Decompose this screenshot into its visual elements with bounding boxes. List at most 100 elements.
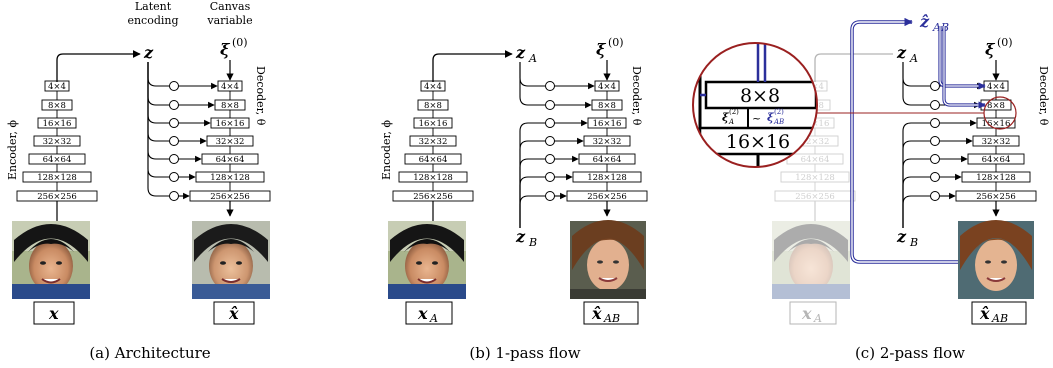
a-route-4 <box>147 62 169 160</box>
a-merge-node-4 <box>169 154 179 164</box>
dec-c-block-label-5: 128×128 <box>976 173 1016 183</box>
decoder-label: Decoder, θ <box>254 66 267 126</box>
dec-a-block-label-4: 64×64 <box>216 155 245 165</box>
decoder-label-c: Decoder, θ <box>1037 66 1050 126</box>
enc-b-block-label-4: 64×64 <box>419 155 448 165</box>
var-xAB-sub: AB <box>603 312 620 325</box>
var-x-hat: x̂ <box>228 304 239 323</box>
encoder-to-z-arrow <box>56 50 141 82</box>
c-zB-merge-node-6 <box>930 191 940 201</box>
caption-a: (a) Architecture <box>89 344 210 362</box>
var-z: z <box>143 43 154 62</box>
b-zB-merge-node-2 <box>545 118 555 128</box>
a-route-1 <box>147 62 169 106</box>
b-zA-route-0 <box>519 62 545 87</box>
var-xi0-b: ξ <box>596 40 607 59</box>
var-xA-sub: A <box>429 312 438 325</box>
var-zB-c: z <box>896 227 907 246</box>
a-route-0 <box>147 62 169 87</box>
b-zA-route-1 <box>519 62 545 106</box>
b-zB-merge-node-6 <box>545 191 555 201</box>
var-zA-sub: A <box>528 52 537 65</box>
enc-c-block-label-6: 256×256 <box>795 192 835 202</box>
zoom-xiA: ξ <box>722 111 729 124</box>
dec-c-block-label-2: 16×16 <box>982 119 1011 129</box>
enc-a-block-label-1: 8×8 <box>48 101 66 111</box>
zAB-branch-8x8-outer <box>942 26 985 107</box>
var-xi0-sup-c: (0) <box>997 36 1013 49</box>
latent-routes-c <box>902 62 984 228</box>
var-xA-sub-c: A <box>813 312 822 325</box>
decoder-label-b: Decoder, θ <box>630 66 643 126</box>
a-route-6 <box>147 62 169 197</box>
a-merge-node-1 <box>169 100 179 110</box>
c-zB-merge-node-4 <box>930 154 940 164</box>
enc-b-block-label-0: 4×4 <box>424 82 442 92</box>
var-zA: z <box>515 43 526 62</box>
dec-b-block-label-5: 128×128 <box>587 173 627 183</box>
var-xi0-sup: (0) <box>232 36 248 49</box>
enc-c-block-6 <box>774 190 856 202</box>
a-merge-node-2 <box>169 118 179 128</box>
enc-a-block-label-2: 16×16 <box>43 119 72 129</box>
b-zA-merge-node-0 <box>545 81 555 91</box>
dec-a-block-label-2: 16×16 <box>216 119 245 129</box>
dec-c-block-label-4: 64×64 <box>982 155 1011 165</box>
dec-c-block-label-6: 256×256 <box>976 192 1016 202</box>
enc-a-block-label-0: 4×4 <box>48 82 66 92</box>
var-zB: z <box>515 227 526 246</box>
c-zB-merge-node-2 <box>930 118 940 128</box>
zoom-tilde: ~ <box>752 112 761 125</box>
b-zB-merge-node-4 <box>545 154 555 164</box>
caption-b: (b) 1-pass flow <box>469 344 580 362</box>
output-face-image-c <box>958 220 1034 299</box>
a-merge-node-3 <box>169 136 179 146</box>
encoder-to-zA-arrow <box>432 50 513 82</box>
input-face-image-c <box>772 221 850 299</box>
dec-a-block-label-5: 128×128 <box>210 173 250 183</box>
output-face-image-b <box>570 220 646 299</box>
dec-b-block-label-3: 32×32 <box>593 137 622 147</box>
c-zB-merge-node-3 <box>930 136 940 146</box>
enc-b-block-label-6: 256×256 <box>413 192 453 202</box>
var-xA: x <box>417 304 428 323</box>
c-zA-route-1 <box>902 62 930 106</box>
dec-b-block-label-6: 256×256 <box>587 192 627 202</box>
a-merge-node-6 <box>169 191 179 201</box>
b-zB-route-4 <box>519 158 545 228</box>
var-zA-sub-c: A <box>909 52 918 65</box>
header-canvas-variable-1: Canvas <box>210 0 251 13</box>
input-face-image <box>12 221 90 299</box>
header-latent-encoding-1: Latent <box>135 0 172 13</box>
var-zB-sub: B <box>528 236 537 249</box>
b-zB-route-5 <box>519 176 545 228</box>
xA-label-box <box>405 301 453 325</box>
input-face-image-b <box>388 221 466 299</box>
c-zA-merge-node-1 <box>930 100 940 110</box>
zoom-xiA-sub: A <box>728 118 734 126</box>
enc-c-block-label-3: 32×32 <box>801 137 830 147</box>
panel-1-pass-flow: Encoder, ϕ Decoder, θ 4×48×816×1632×3264… <box>380 36 648 362</box>
x-label-box <box>33 301 75 325</box>
dec-a-block-label-0: 4×4 <box>221 82 239 92</box>
var-xi0-c: ξ <box>985 40 996 59</box>
zoom-xiAB-sub: AB <box>773 118 784 126</box>
a-merge-node-0 <box>169 81 179 91</box>
zoom-circle-border <box>692 42 818 168</box>
b-zB-route-3 <box>519 140 545 228</box>
var-xAB-sub-c: AB <box>991 312 1008 325</box>
c-zB-route-6 <box>902 195 930 228</box>
enc-c-block-5 <box>780 171 850 183</box>
c-zA-merge-node-0 <box>930 81 940 91</box>
dec-a-block-label-1: 8×8 <box>221 101 239 111</box>
b-zB-merge-node-5 <box>545 172 555 182</box>
encoder-label-b: Encoder, ϕ <box>380 120 393 180</box>
enc-a-block-label-6: 256×256 <box>37 192 77 202</box>
c-zB-route-3 <box>902 140 930 228</box>
var-xi0: ξ <box>220 40 231 59</box>
